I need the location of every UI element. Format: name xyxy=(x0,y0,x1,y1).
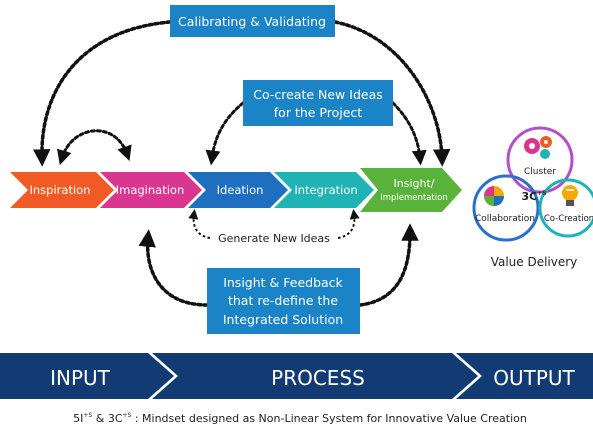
cluster-circle xyxy=(506,126,574,194)
co-creation-circle xyxy=(538,178,593,238)
co-creation-label: Co-Creation xyxy=(544,214,593,224)
caption: 5I+S & 3C+S : Mindset designed as Non-Li… xyxy=(73,412,527,425)
output-label: OUTPUT xyxy=(493,366,575,390)
3c-center-sup: +S xyxy=(537,190,546,197)
output-arrow xyxy=(456,353,593,399)
collaboration-circle xyxy=(472,174,540,242)
stage-ideation: Ideation xyxy=(188,172,288,208)
value-delivery-label: Value Delivery xyxy=(491,255,578,269)
input-label: INPUT xyxy=(50,366,111,390)
stage-imagination: Imagination xyxy=(100,172,202,208)
stage-inspiration: Inspiration xyxy=(10,172,114,208)
stage-ideation-label: Ideation xyxy=(217,183,264,197)
inspiration-imagination-loop xyxy=(57,129,132,166)
collaboration-label: Collaboration xyxy=(475,214,535,224)
stage-insight-sublabel: Implementation xyxy=(380,193,448,203)
process-label: PROCESS xyxy=(271,366,365,390)
co-create-line1: Co-create New Ideas xyxy=(253,87,383,102)
generate-new-ideas-label: Generate New Ideas xyxy=(218,232,330,245)
co-create-line2: for the Project xyxy=(274,105,363,120)
feedback-arc xyxy=(138,223,419,307)
gears-icon xyxy=(524,136,552,159)
stage-insight: Insight/ Implementation xyxy=(360,168,462,212)
feedback-line2: that re-define the xyxy=(228,293,338,308)
stage-imagination-label: Imagination xyxy=(116,183,185,197)
feedback-line1: Insight & Feedback xyxy=(223,275,343,290)
calibrating-validating-box: Calibrating & Validating xyxy=(170,5,335,37)
co-create-arc xyxy=(205,101,427,166)
cluster-label: Cluster xyxy=(524,167,556,177)
3c-center-label: 3C+S xyxy=(521,190,546,203)
process-arrow xyxy=(152,353,478,399)
feedback-line3: Integrated Solution xyxy=(223,312,343,327)
input-process-output-banner: INPUT PROCESS OUTPUT xyxy=(0,353,593,399)
insight-feedback-box: Insight & Feedback that re-define the In… xyxy=(207,268,360,334)
calibrating-validating-label: Calibrating & Validating xyxy=(178,14,326,29)
stage-integration: Integration xyxy=(274,172,374,208)
generate-arrows xyxy=(188,209,360,239)
calibrating-arc xyxy=(33,20,451,167)
stage-inspiration-label: Inspiration xyxy=(30,183,91,197)
co-create-box: Co-create New Ideas for the Project xyxy=(243,80,393,126)
stage-insight-label: Insight/ xyxy=(394,177,435,190)
input-arrow xyxy=(0,353,174,399)
lightbulb-icon xyxy=(562,185,578,206)
value-delivery-cluster: Cluster Collaboration Co-Creation 3C+S V… xyxy=(472,126,593,269)
stage-integration-label: Integration xyxy=(294,183,357,197)
puzzle-globe-icon xyxy=(484,186,504,206)
